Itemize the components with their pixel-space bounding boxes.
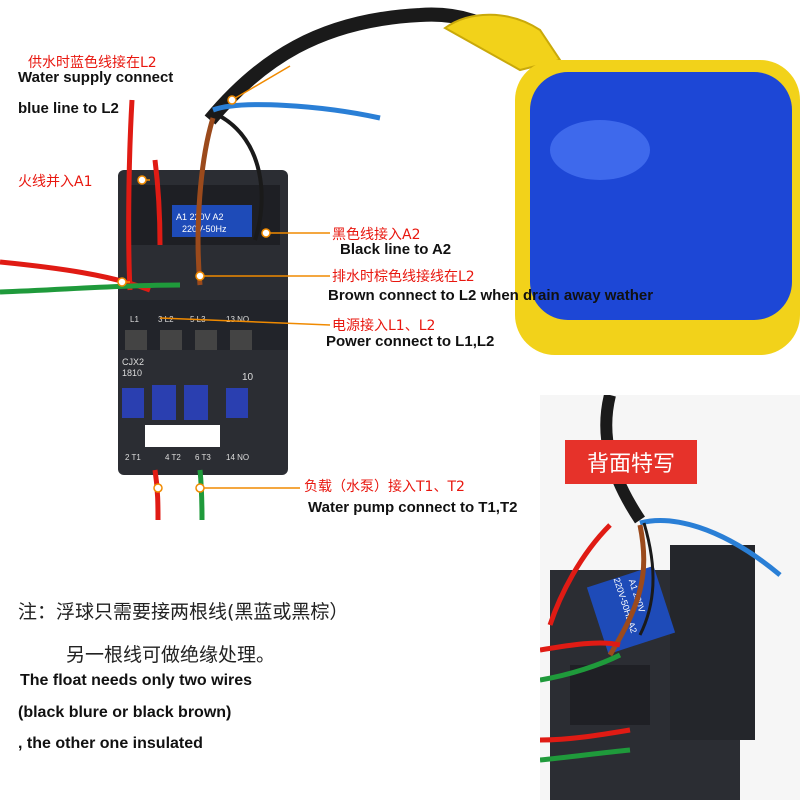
aux-label: 10 bbox=[242, 372, 254, 383]
note-cn-line-2: 另一根线可做绝缘处理。 bbox=[66, 644, 276, 666]
note-cn-line-1: 注：浮球只需要接两根线(黑蓝或黑棕） bbox=[18, 601, 349, 623]
black-wire-cn-label: 黑色线接入A2 bbox=[332, 227, 421, 243]
model-number-label: 1810 bbox=[122, 368, 142, 378]
contactor-back: A1 220V 220V-50Hz A2 bbox=[550, 545, 755, 800]
load-en-label: Water pump connect to T1,T2 bbox=[308, 499, 518, 516]
model-label: CJX2 bbox=[122, 357, 144, 367]
load-cn-label: 负载（水泵）接入T1、T2 bbox=[304, 479, 465, 495]
water-supply-en-label-1: Water supply connect bbox=[18, 69, 174, 86]
contactor-front: A1 220V A2 220V-50Hz L1 3 L2 5 L3 13 NO … bbox=[118, 170, 288, 475]
black-wire-en-label: Black line to A2 bbox=[340, 241, 452, 258]
terminal-14no: 14 NO bbox=[226, 453, 249, 462]
back-closeup-badge: 背面特写 bbox=[565, 440, 698, 484]
note-en-line-2: (black blure or black brown) bbox=[18, 704, 232, 721]
water-supply-cn-label: 供水时蓝色线接在L2 bbox=[28, 55, 157, 71]
water-supply-en-label-2: blue line to L2 bbox=[18, 100, 119, 117]
terminal-l2: 3 L2 bbox=[158, 315, 174, 324]
wires bbox=[0, 99, 381, 520]
note-en-line-1: The float needs only two wires bbox=[20, 672, 253, 689]
terminal-t2: 4 T2 bbox=[165, 453, 181, 462]
back-wires bbox=[540, 518, 782, 763]
terminal-t3: 6 T3 bbox=[195, 453, 211, 462]
live-wire-cn-label: 火线并入A1 bbox=[18, 174, 93, 190]
note-en-line-3: , the other one insulated bbox=[18, 735, 203, 752]
coil-frequency-label: 220V-50Hz bbox=[182, 224, 227, 234]
float-ball bbox=[443, 13, 800, 355]
terminal-l1: L1 bbox=[130, 315, 139, 324]
brown-wire-cn-label: 排水时棕色线接线在L2 bbox=[332, 269, 475, 285]
terminal-13no: 13 NO bbox=[226, 315, 249, 324]
float-switch-wiring-photo: A1 220V A2 220V-50Hz L1 3 L2 5 L3 13 NO … bbox=[0, 7, 800, 520]
terminal-t1: 2 T1 bbox=[125, 453, 141, 462]
power-en-label: Power connect to L1,L2 bbox=[326, 333, 495, 350]
brown-wire-en-label: Brown connect to L2 when drain away wath… bbox=[328, 287, 654, 304]
annotation-pointers bbox=[117, 65, 331, 493]
power-cn-label: 电源接入L1、L2 bbox=[332, 318, 436, 334]
